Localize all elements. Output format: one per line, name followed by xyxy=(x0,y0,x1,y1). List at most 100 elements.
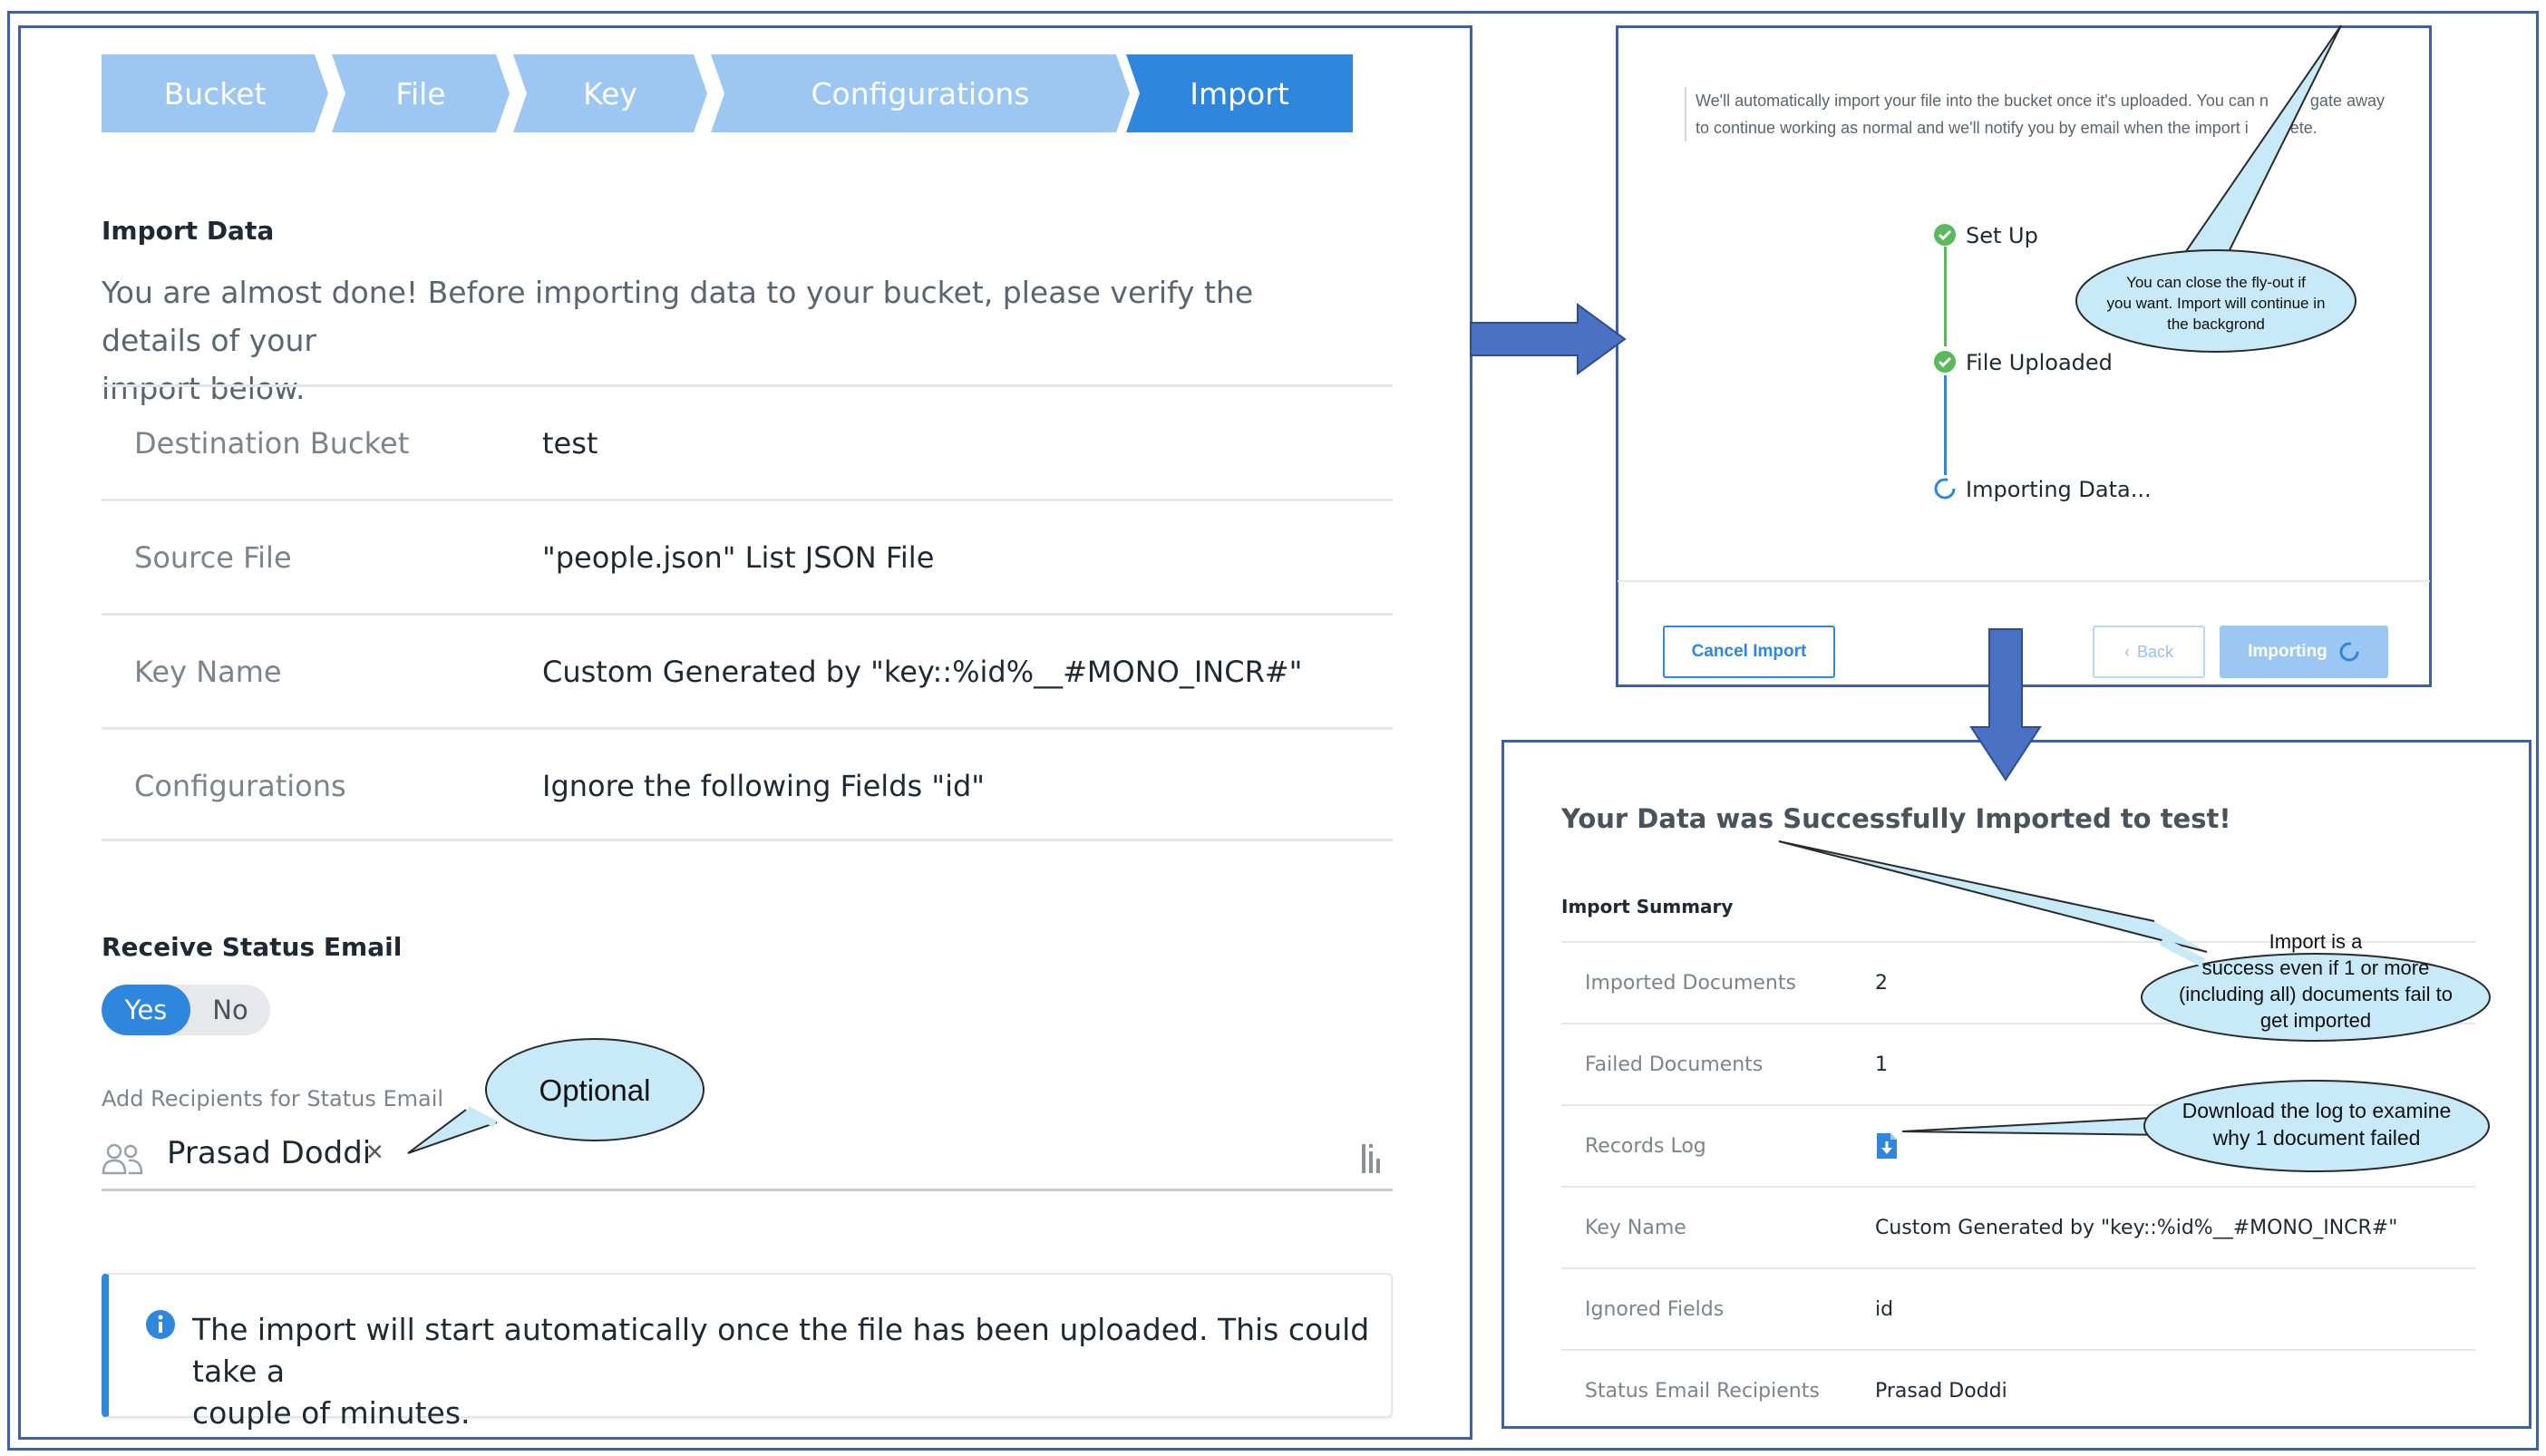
toggle-yes-button[interactable]: Yes xyxy=(102,985,190,1035)
chevron-left-icon: ‹ xyxy=(2123,642,2130,661)
summary-value: Custom Generated by "key::%id%__#MONO_IN… xyxy=(1875,1216,2398,1239)
remove-recipient-icon[interactable]: × xyxy=(366,1135,384,1168)
import-summary-table: Imported Documents 2 Failed Documents 1 … xyxy=(1561,941,2475,1431)
success-callout-text: Import is a success even if 1 or more (i… xyxy=(2158,928,2473,1034)
status-email-toggle: Yes No xyxy=(102,985,270,1035)
import-intro-line1: You are almost done! Before importing da… xyxy=(102,275,1254,358)
flyout-callout-shape xyxy=(2075,24,2357,353)
detail-row-source-file: Source File "people.json" List JSON File xyxy=(102,499,1393,613)
log-callout-shape xyxy=(1901,1080,2490,1172)
flyout-desc-line1-end: gate away xyxy=(2309,92,2385,110)
summary-value: 1 xyxy=(1875,1053,1888,1076)
success-callout-line3: (including all) documents fail to xyxy=(2178,983,2454,1005)
flyout-step-importing: Importing Data... xyxy=(1966,477,2152,502)
info-message-line2: couple of minutes. xyxy=(192,1395,471,1431)
summary-value: Prasad Doddi xyxy=(1875,1379,2007,1403)
importing-button-label: Importing xyxy=(2248,642,2327,661)
detail-value: Ignore the following Fields "id" xyxy=(542,768,985,803)
check-icon xyxy=(1934,351,1956,373)
wizard-step-bucket[interactable]: Bucket xyxy=(102,54,328,132)
import-wizard-panel xyxy=(18,25,1472,1440)
flyout-desc-line1-start: We'll automatically import your file int… xyxy=(1696,92,2269,110)
wizard-step-key[interactable]: Key xyxy=(513,54,707,132)
import-data-title: Import Data xyxy=(102,216,275,246)
optional-callout-text: Optional xyxy=(539,1073,651,1107)
wizard-step-file[interactable]: File xyxy=(332,54,510,132)
recipients-menu-icon[interactable] xyxy=(1360,1142,1385,1175)
down-arrow-icon xyxy=(1969,628,2042,781)
recipients-label: Add Recipients for Status Email xyxy=(102,1086,444,1111)
import-intro-line2: import below. xyxy=(102,371,306,406)
detail-label: Configurations xyxy=(134,768,346,803)
flyout-callout-line3: the backgrond xyxy=(2167,315,2265,333)
summary-label: Key Name xyxy=(1585,1216,1686,1239)
log-callout-line2: why 1 document failed xyxy=(2212,1126,2421,1150)
summary-row-records-log: Records Log xyxy=(1561,1104,2475,1186)
progress-line-2 xyxy=(1944,375,1947,475)
summary-value: 2 xyxy=(1875,971,1888,995)
success-callout-line2: success even if 1 or more xyxy=(2201,956,2430,979)
summary-label: Failed Documents xyxy=(1585,1053,1764,1076)
success-callout-shape xyxy=(1778,840,2491,1042)
import-details-table: Destination Bucket test Source File "peo… xyxy=(102,384,1393,841)
success-callout-line4: get imported xyxy=(2259,1009,2372,1032)
flyout-step-file-uploaded: File Uploaded xyxy=(1966,350,2113,375)
summary-row-failed-documents: Failed Documents 1 xyxy=(1561,1023,2475,1104)
detail-row-key-name: Key Name Custom Generated by "key::%id%_… xyxy=(102,613,1393,727)
summary-label: Ignored Fields xyxy=(1585,1297,1725,1321)
info-message: The import will start automatically once… xyxy=(192,1309,1371,1434)
detail-label: Destination Bucket xyxy=(134,425,410,461)
flyout-callout-line2: you want. Import will continue in xyxy=(2106,295,2326,312)
import-summary-title: Import Summary xyxy=(1561,896,1734,917)
info-message-line1: The import will start automatically once… xyxy=(192,1312,1370,1389)
detail-label: Source File xyxy=(134,539,292,575)
wizard-step-configurations[interactable]: Configurations xyxy=(711,54,1130,132)
optional-callout-shape xyxy=(407,1038,705,1154)
detail-value: test xyxy=(542,425,598,461)
import-flyout-panel xyxy=(1616,25,2432,687)
right-arrow-icon xyxy=(1470,303,1627,375)
import-info-box: The import will start automatically once… xyxy=(102,1273,1393,1431)
back-button[interactable]: ‹ Back xyxy=(2093,626,2205,678)
flyout-callout-text: You can close the fly-out if you want. I… xyxy=(2085,272,2347,335)
summary-label: Status Email Recipients xyxy=(1585,1379,1820,1403)
recipients-input[interactable]: Prasad Doddi × xyxy=(102,1126,1393,1191)
detail-value: "people.json" List JSON File xyxy=(542,539,935,575)
summary-row-ignored-fields: Ignored Fields id xyxy=(1561,1267,2475,1349)
progress-line-1 xyxy=(1944,247,1947,346)
info-icon xyxy=(146,1310,175,1339)
detail-value: Custom Generated by "key::%id%__#MONO_IN… xyxy=(542,654,1303,689)
importing-button[interactable]: Importing xyxy=(2220,626,2388,678)
users-icon xyxy=(102,1143,143,1175)
cancel-import-button[interactable]: Cancel Import xyxy=(1663,626,1835,678)
summary-value: id xyxy=(1875,1297,1894,1321)
wizard-step-import[interactable]: Import xyxy=(1126,54,1353,132)
back-button-label: Back xyxy=(2136,642,2174,661)
summary-row-imported-documents: Imported Documents 2 xyxy=(1561,941,2475,1023)
recipient-chip-name: Prasad Doddi xyxy=(167,1135,372,1171)
flyout-description-line1: We'll automatically import your file int… xyxy=(1696,87,2392,114)
detail-row-configurations: Configurations Ignore the following Fiel… xyxy=(102,727,1393,841)
flyout-divider xyxy=(1618,580,2430,582)
summary-value xyxy=(1875,1106,1899,1186)
success-callout-line1: Import is a xyxy=(2269,930,2363,953)
outer-frame xyxy=(7,11,2539,1451)
summary-label: Imported Documents xyxy=(1585,971,1796,995)
flyout-desc-line2-start: to continue working as normal and we'll … xyxy=(1696,119,2249,137)
detail-row-destination-bucket: Destination Bucket test xyxy=(102,384,1393,499)
check-icon xyxy=(1934,224,1956,246)
flyout-callout-line1: You can close the fly-out if xyxy=(2126,274,2306,291)
download-log-icon[interactable] xyxy=(1875,1131,1899,1160)
detail-label: Key Name xyxy=(134,654,282,689)
status-email-title: Receive Status Email xyxy=(102,932,403,962)
summary-row-key-name: Key Name Custom Generated by "key::%id%_… xyxy=(1561,1186,2475,1267)
import-intro: You are almost done! Before importing da… xyxy=(102,268,1353,413)
summary-row-status-email-recipients: Status Email Recipients Prasad Doddi xyxy=(1561,1349,2475,1431)
spinner-icon xyxy=(2339,642,2359,662)
log-callout-text: Download the log to examine why 1 docume… xyxy=(2149,1097,2484,1151)
log-callout-line1: Download the log to examine xyxy=(2182,1099,2452,1122)
summary-label: Records Log xyxy=(1585,1134,1706,1158)
spinner-icon xyxy=(1934,478,1956,500)
toggle-no-button[interactable]: No xyxy=(212,995,248,1025)
flyout-description: We'll automatically import your file int… xyxy=(1685,87,2392,141)
